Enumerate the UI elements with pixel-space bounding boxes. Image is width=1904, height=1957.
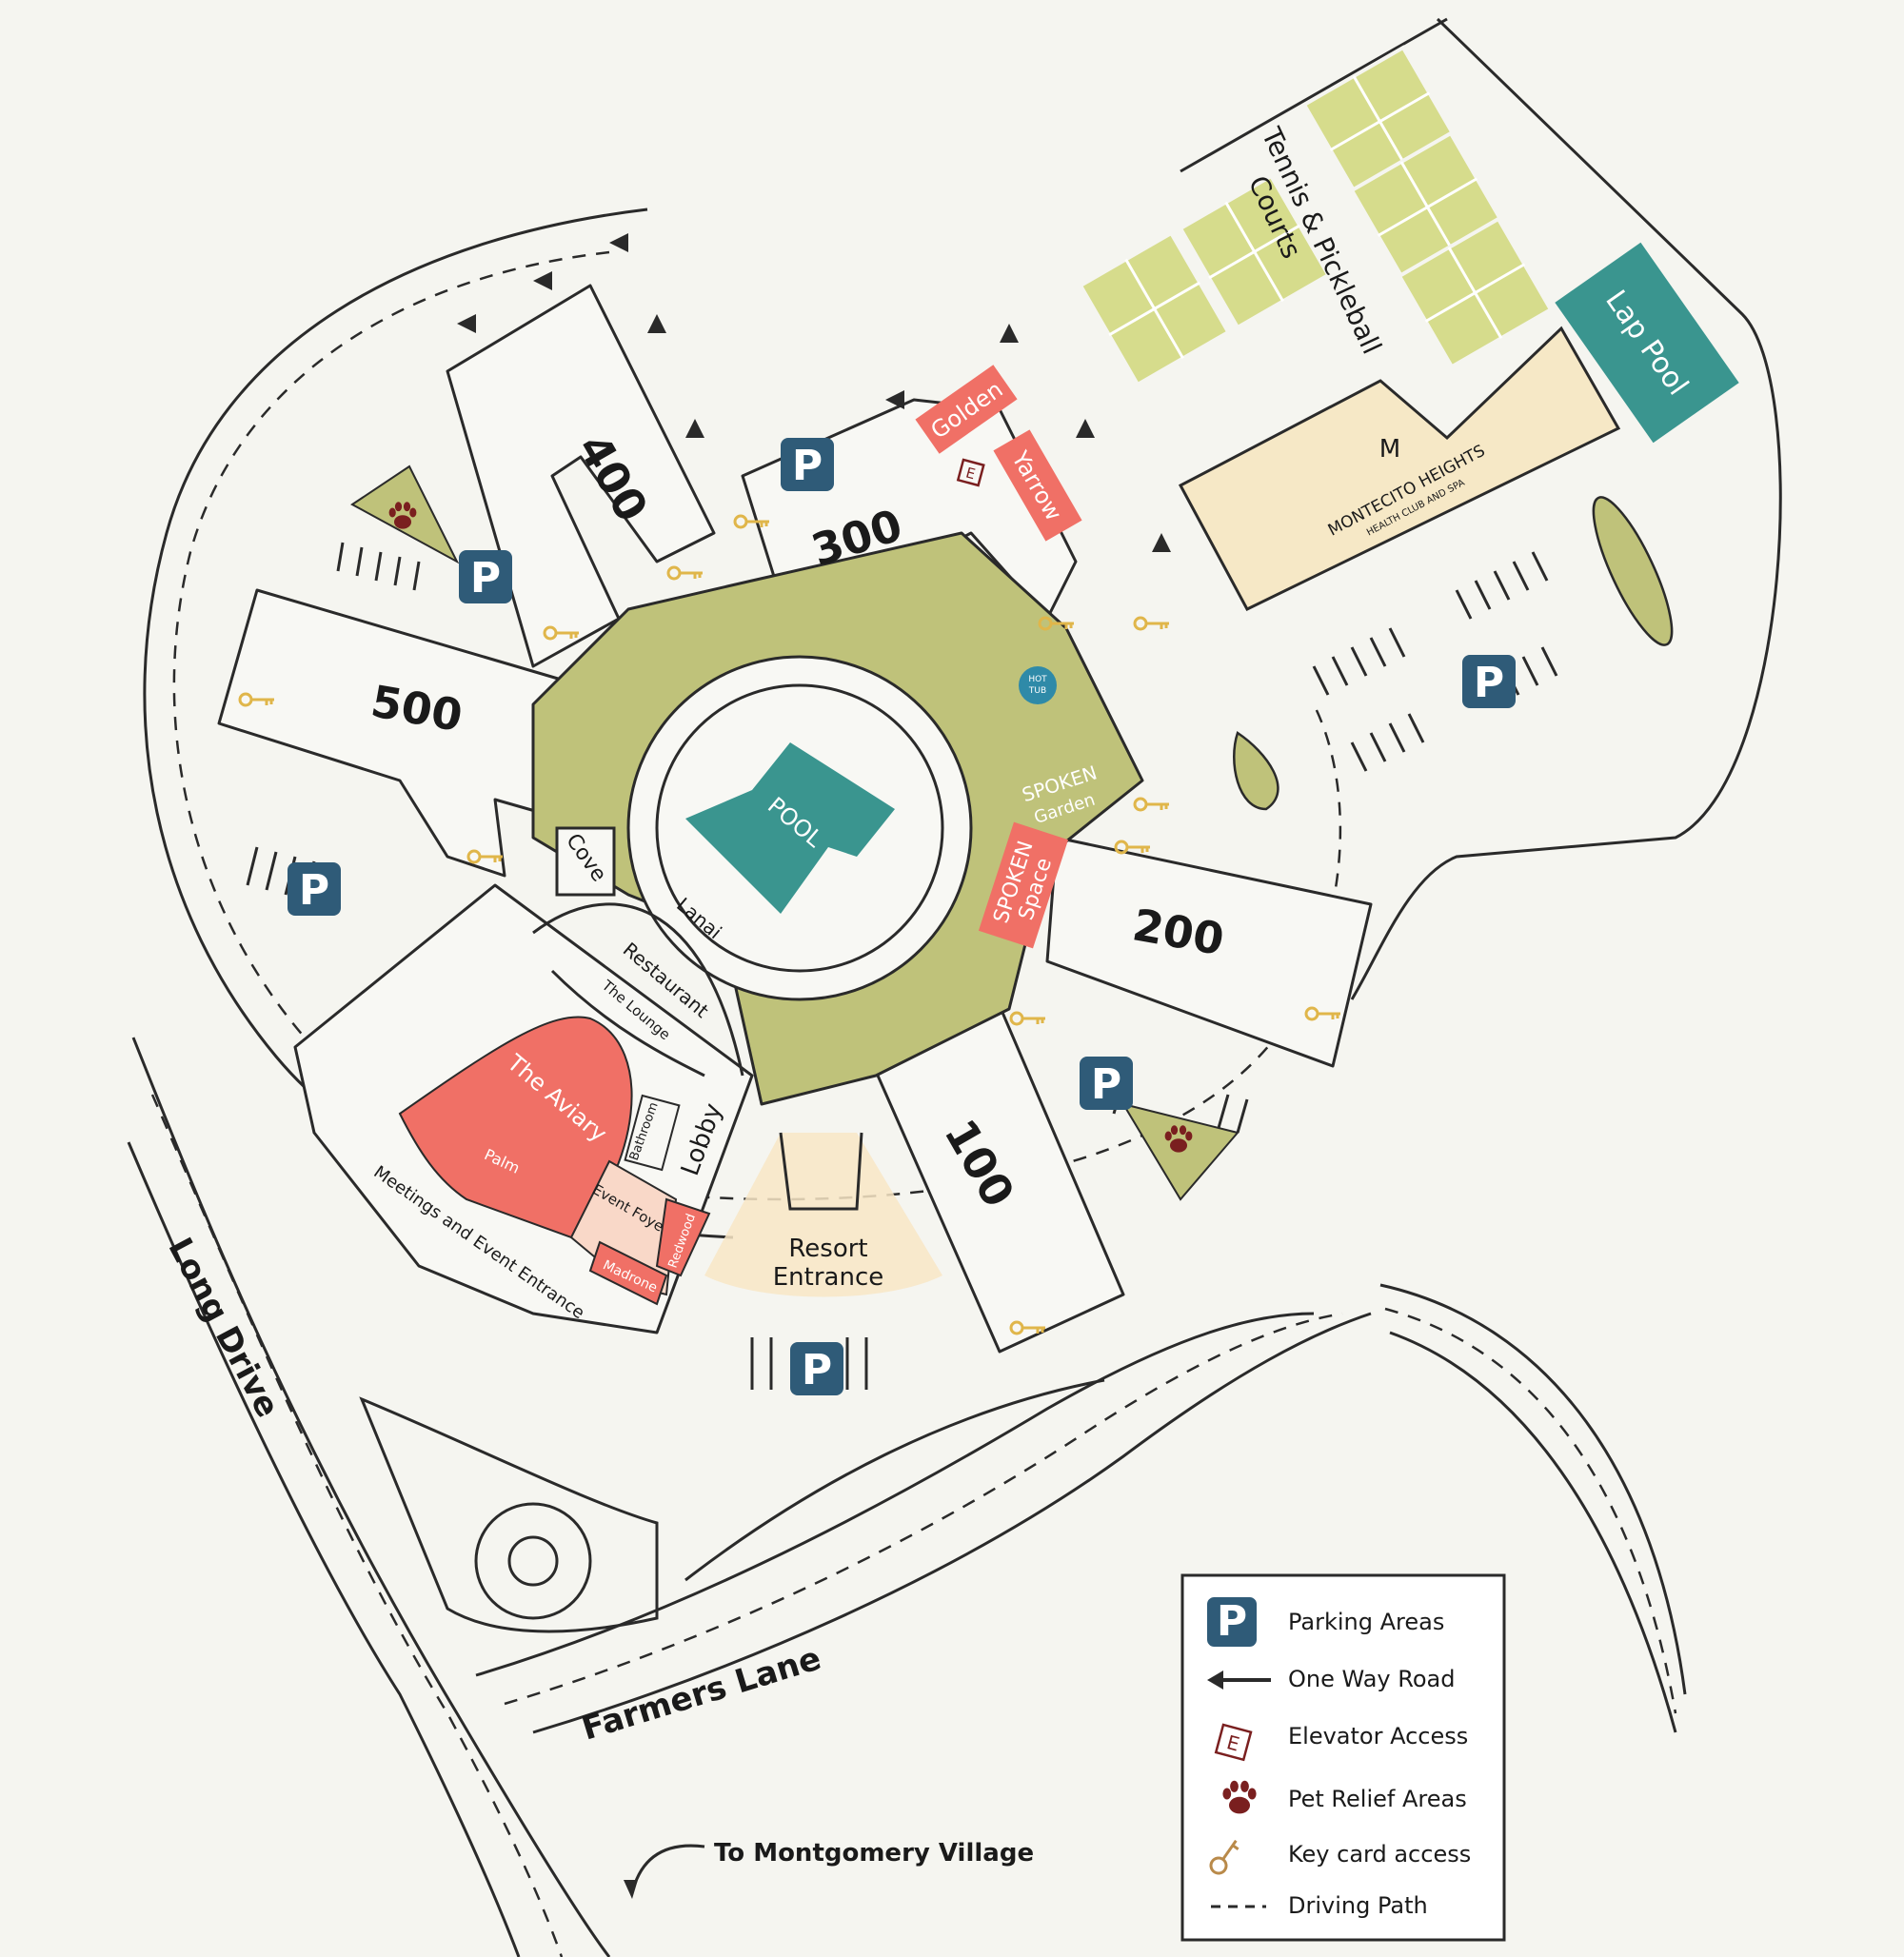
health-club-building [1178, 326, 1621, 611]
one-way-arrow-icon [1000, 324, 1019, 343]
one-way-arrow-icon [609, 233, 628, 252]
resort-entrance-glow [704, 1133, 942, 1297]
farmers-lane-center-dash [504, 1312, 1343, 1706]
legend-driving-label: Driving Path [1288, 1892, 1428, 1919]
legend-elevator-symbol: E [1224, 1730, 1241, 1755]
tennis-courts [1078, 45, 1554, 387]
legend-elevator-label: Elevator Access [1288, 1723, 1468, 1749]
one-way-arrows [457, 233, 1171, 552]
pet-area-northwest [350, 465, 460, 564]
farmers-lane-edge-bottom [532, 1312, 1372, 1734]
east-lot-boundary [1350, 17, 1782, 1000]
parking-icon: P [781, 438, 834, 491]
median-strip [684, 1378, 1105, 1582]
legend-elevator-icon: E [1214, 1723, 1253, 1762]
east-road-edge-2 [1379, 1283, 1687, 1695]
legend-parking-icon: P [1207, 1597, 1257, 1647]
elevator-symbol: E [964, 465, 978, 484]
montgomery-arrowhead [624, 1880, 638, 1899]
east-parking-stripes [1312, 551, 1558, 772]
long-drive-road-edge [131, 1037, 611, 1957]
building-200 [1045, 836, 1373, 1068]
health-club-logo: M [1379, 435, 1400, 464]
legend-one-way-label: One Way Road [1288, 1666, 1455, 1692]
one-way-arrow-icon [685, 419, 704, 438]
one-way-arrow-icon [647, 314, 666, 333]
one-way-arrow-icon [885, 390, 904, 409]
parking-symbol: P [1091, 1060, 1121, 1109]
farmers-lane-edge-top [475, 1312, 1315, 1677]
hot-tub [1019, 666, 1057, 704]
courts-boundary-top [1180, 17, 1448, 173]
parking-symbol: P [470, 554, 501, 603]
legend-one-way-arrowhead [1207, 1670, 1223, 1690]
legend-parking-symbol: P [1217, 1597, 1247, 1646]
lanai-arc [532, 902, 744, 1077]
cove [555, 826, 616, 897]
long-drive-road-edge-2 [127, 1141, 521, 1957]
montgomery-arrow-icon [631, 1844, 705, 1890]
building-400 [446, 284, 716, 668]
porte-cochere [779, 1132, 863, 1211]
legend-pet-label: Pet Relief Areas [1288, 1786, 1467, 1812]
elevator-icon: E [956, 458, 985, 487]
roundabout-outer [474, 1502, 592, 1620]
bathroom [624, 1094, 681, 1172]
one-way-arrow-icon [1152, 533, 1171, 552]
east-road-center-dash [1384, 1307, 1677, 1714]
legend-parking-label: Parking Areas [1288, 1609, 1444, 1635]
traffic-island [359, 1396, 659, 1633]
building-500 [217, 588, 583, 878]
parking-symbol: P [299, 866, 329, 915]
parking-icon: P [1080, 1057, 1133, 1110]
the-aviary [398, 1016, 633, 1239]
one-way-arrow-icon [533, 271, 552, 290]
green-island-small [1233, 731, 1279, 811]
parking-symbol: P [802, 1346, 832, 1394]
montgomery-label: To Montgomery Village [714, 1839, 1034, 1868]
restaurant-arc [550, 969, 705, 1077]
parking-icon: P [1462, 655, 1516, 708]
legend: P Parking Areas One Way Road E Elevator … [1180, 1573, 1506, 1942]
hot-tub-label-1: HOT [1028, 675, 1047, 684]
legend-key-label: Key card access [1288, 1841, 1471, 1868]
lap-pool: Lap Pool [1555, 242, 1739, 444]
legend-key-icon [1209, 1839, 1240, 1875]
resort-entrance-line1: Resort [788, 1235, 867, 1263]
pool [685, 742, 895, 914]
madrone [588, 1240, 668, 1306]
parking-icon: P [459, 550, 512, 603]
east-road-edge-1 [1389, 1331, 1677, 1733]
roundabout-inner [507, 1535, 559, 1587]
parking-icon: P [288, 862, 341, 916]
resort-entrance-line2: Entrance [773, 1263, 884, 1292]
green-island-east [1592, 496, 1674, 646]
one-way-arrow-icon [1076, 419, 1095, 438]
parking-symbol: P [1474, 659, 1504, 707]
redwood [655, 1197, 711, 1277]
parking-symbol: P [792, 442, 823, 490]
parking-icon: P [790, 1342, 843, 1395]
parking-markers: P P P P P P [288, 438, 1516, 1395]
one-way-arrow-icon [457, 314, 476, 333]
hot-tub-label-2: TUB [1028, 686, 1046, 696]
